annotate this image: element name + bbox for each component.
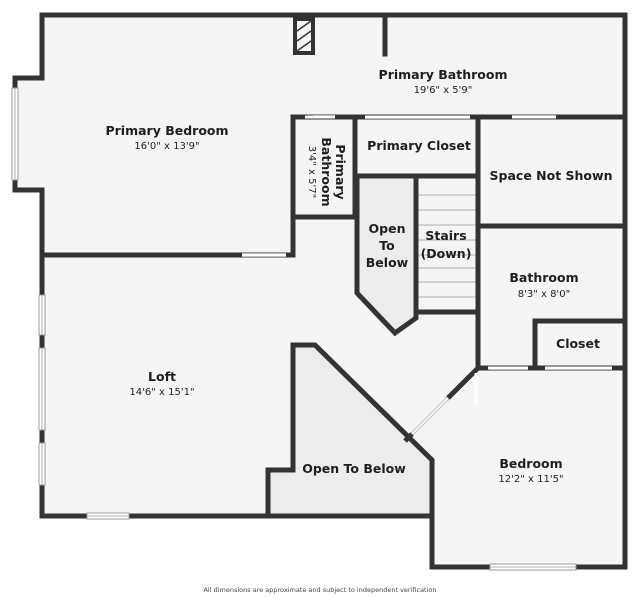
chimney <box>293 17 315 55</box>
openings <box>242 115 612 405</box>
small-bath-name-2: Bathroom <box>319 137 334 206</box>
closet-name: Closet <box>556 336 600 351</box>
primary-bathroom-name: Primary Bathroom <box>379 67 508 82</box>
loft-dims: 14'6" x 15'1" <box>129 387 194 398</box>
stairs-line1: Stairs <box>425 228 466 243</box>
open-to-below-1-line3: Below <box>366 255 409 270</box>
stairs-treads <box>418 194 476 298</box>
stairs-line2: (Down) <box>421 246 472 261</box>
primary-bedroom-name: Primary Bedroom <box>105 123 228 138</box>
primary-bathroom-dims: 19'6" x 5'9" <box>414 85 473 96</box>
open-to-below-shaft <box>357 179 416 333</box>
footer-disclaimer: All dimensions are approximate and subje… <box>203 586 436 594</box>
open-to-below-2-name: Open To Below <box>302 461 406 476</box>
bedroom-name: Bedroom <box>499 456 562 471</box>
bathroom-dims: 8'3" x 8'0" <box>518 289 570 300</box>
primary-closet-name: Primary Closet <box>367 138 471 153</box>
window-centerlines <box>14 88 576 568</box>
room-labels: Primary Bathroom 19'6" x 5'9" Primary Be… <box>105 67 612 485</box>
small-bath-dims: 3'4" x 5'7" <box>306 146 317 198</box>
small-bath-label: Primary Bathroom 3'4" x 5'7" <box>306 137 348 206</box>
open-to-below-1-line1: Open <box>369 221 406 236</box>
space-not-shown-name: Space Not Shown <box>490 168 613 183</box>
door-panels <box>242 115 612 370</box>
primary-bedroom-dims: 16'0" x 13'9" <box>134 141 199 152</box>
bedroom-dims: 12'2" x 11'5" <box>498 474 563 485</box>
bathroom-name: Bathroom <box>509 270 578 285</box>
open-to-below-triangle <box>268 345 432 516</box>
bedroom-door <box>403 396 450 443</box>
open-areas <box>268 179 432 516</box>
open-to-below-1-line2: To <box>379 238 395 253</box>
small-bath-name-1: Primary <box>333 144 348 199</box>
loft-name: Loft <box>148 369 176 384</box>
floor-fills <box>15 15 625 567</box>
